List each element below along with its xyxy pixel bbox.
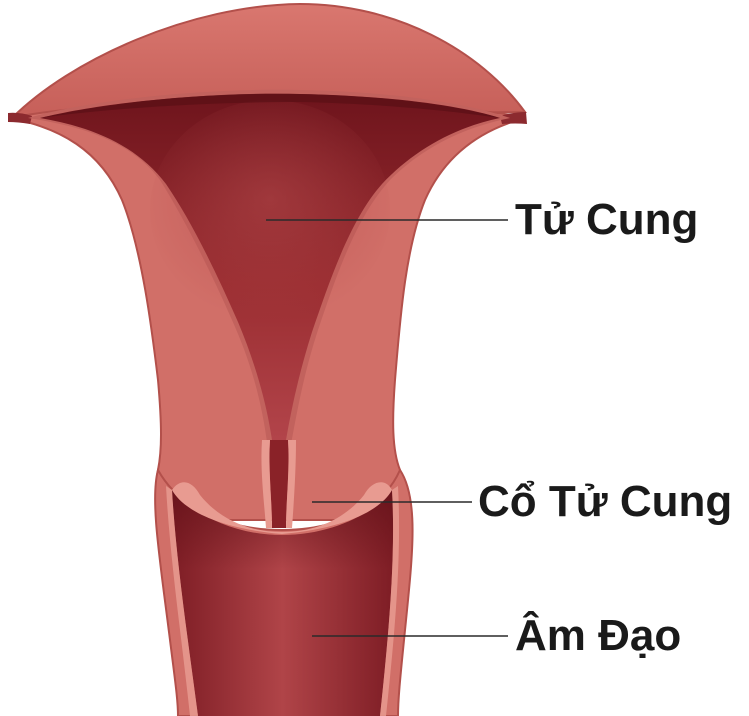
uterine-cavity-highlight [150, 100, 390, 320]
cervical-canal [261, 440, 296, 528]
cervical-canal-channel [269, 440, 288, 528]
uterus-label: Tử Cung [515, 195, 698, 244]
vagina-label: Âm Đạo [515, 610, 681, 660]
cervix-label: Cổ Tử Cung [478, 477, 732, 526]
